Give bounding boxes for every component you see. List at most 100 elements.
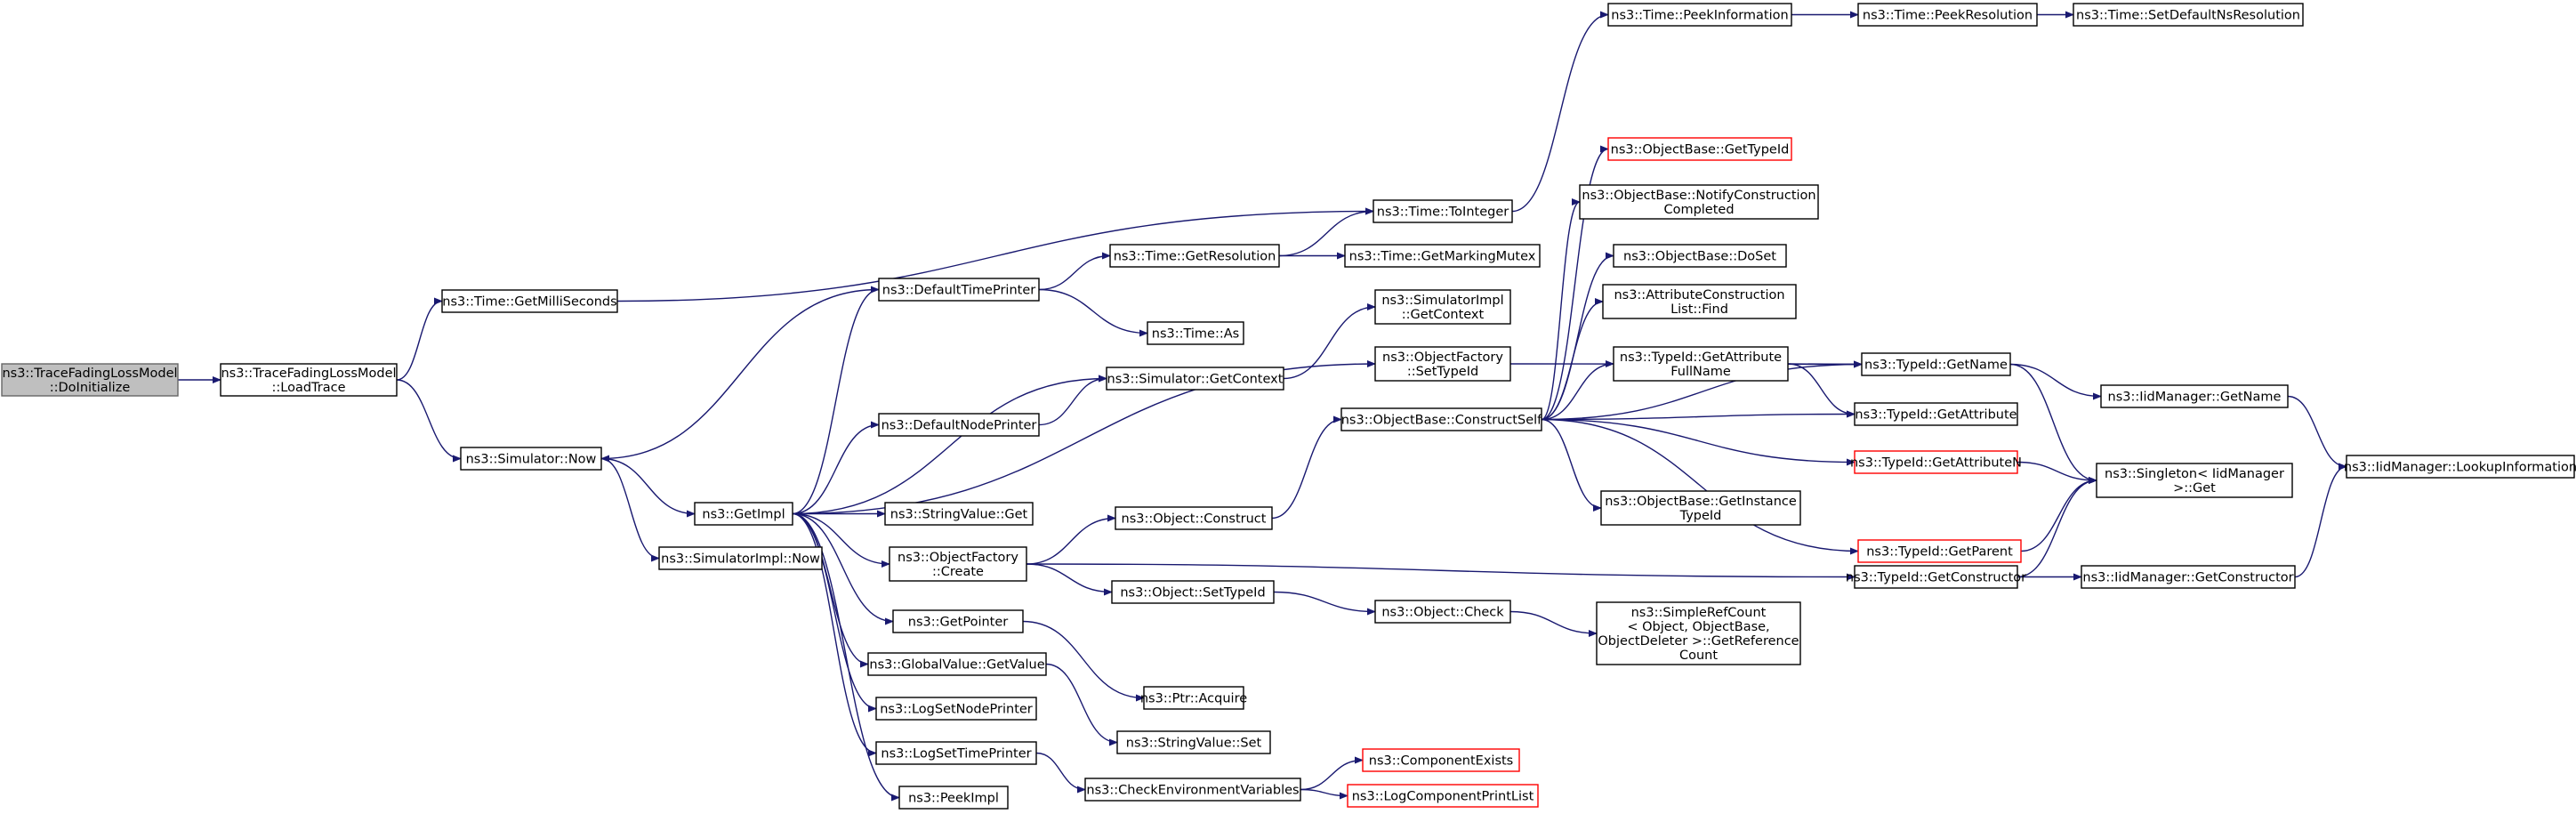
node-box — [1116, 730, 1271, 754]
node-box — [1344, 244, 1541, 268]
edge-ofcreate-to-tidgetctor — [1026, 563, 1856, 581]
node-box — [1857, 3, 2038, 27]
node-getms[interactable]: ns3::Time::GetMilliSeconds — [441, 289, 618, 313]
node-iidgetname[interactable]: ns3::IidManager::GetName — [2100, 384, 2289, 408]
node-label: ::LoadTrace — [271, 381, 345, 395]
node-tidgetname[interactable]: ns3::TypeId::GetName — [1861, 352, 2011, 376]
node-getres[interactable]: ns3::Time::GetResolution — [1109, 244, 1280, 268]
node-box — [1374, 289, 1511, 325]
node-box — [460, 447, 602, 471]
node-label: ns3::LogSetNodePrinter — [880, 703, 1033, 717]
node-iidlookup[interactable]: ns3::IidManager::LookupInformation — [2344, 455, 2576, 479]
node-box — [1374, 346, 1511, 382]
node-peekres[interactable]: ns3::Time::PeekResolution — [1857, 3, 2038, 27]
node-toint[interactable]: ns3::Time::ToInteger — [1373, 199, 1513, 223]
node-iidgetctor[interactable]: ns3::IidManager::GetConstructor — [2081, 565, 2296, 589]
edge-iidgetname-to-iidlookup — [2287, 395, 2347, 471]
node-timeas[interactable]: ns3::Time::As — [1147, 321, 1244, 345]
node-label: ns3::Object::Construct — [1122, 512, 1267, 527]
edge-objsettype-to-objcheck — [1273, 591, 1376, 616]
node-dtp[interactable]: ns3::DefaultTimePrinter — [878, 278, 1040, 302]
node-cev[interactable]: ns3::CheckEnvironmentVariables — [1084, 778, 1301, 802]
node-singleton[interactable]: ns3::Singleton< IidManager >::Get — [2096, 463, 2293, 498]
edge-tidgafn-to-tidgetname — [1787, 360, 1863, 368]
node-box — [1373, 199, 1513, 223]
node-obnotify[interactable]: ns3::ObjectBase::NotifyConstructionCompl… — [1579, 184, 1819, 220]
node-getmm[interactable]: ns3::Time::GetMarkingMutex — [1344, 244, 1541, 268]
edge-tidgetparent-to-singleton — [2020, 477, 2097, 552]
node-simnow[interactable]: ns3::Simulator::Now — [460, 447, 602, 471]
node-objsettype[interactable]: ns3::Object::SetTypeId — [1111, 580, 1275, 604]
node-peekinfo[interactable]: ns3::Time::PeekInformation — [1607, 3, 1792, 27]
node-label: ns3::ComponentExists — [1369, 754, 1514, 769]
node-loadtrace[interactable]: ns3::TraceFadingLossModel::LoadTrace — [220, 363, 398, 397]
node-tidgetattr[interactable]: ns3::TypeId::GetAttribute — [1854, 402, 2018, 426]
node-box — [2073, 3, 2304, 27]
node-box — [658, 546, 823, 570]
node-simgetctx[interactable]: ns3::Simulator::GetContext — [1106, 367, 1284, 391]
node-label: ns3::Time::PeekInformation — [1611, 9, 1788, 23]
edge-tidgetname-to-singleton — [2009, 363, 2097, 484]
node-label: ns3::LogComponentPrintList — [1352, 790, 1534, 804]
node-box — [1115, 506, 1273, 530]
node-compexists[interactable]: ns3::ComponentExists — [1362, 748, 1520, 772]
edge-getptr-to-ptracq — [1022, 620, 1145, 702]
node-src[interactable]: ns3::SimpleRefCount< Object, ObjectBase,… — [1596, 601, 1801, 665]
node-label: < Object, ObjectBase, — [1627, 620, 1769, 634]
node-tidgetparent[interactable]: ns3::TypeId::GetParent — [1857, 539, 2022, 563]
node-label: ns3::ObjectBase::GetTypeId — [1611, 143, 1790, 157]
node-label: ns3::Time::SetDefaultNsResolution — [2076, 9, 2300, 23]
node-getimpl[interactable]: ns3::GetImpl — [694, 502, 793, 526]
edge-loadtrace-to-simnow — [396, 379, 462, 463]
node-lsnp[interactable]: ns3::LogSetNodePrinter — [875, 697, 1037, 721]
node-svget[interactable]: ns3::StringValue::Get — [884, 502, 1034, 526]
node-objconstruct[interactable]: ns3::Object::Construct — [1115, 506, 1273, 530]
node-tidgetattrn[interactable]: ns3::TypeId::GetAttributeN — [1850, 450, 2022, 474]
node-gvget[interactable]: ns3::GlobalValue::GetValue — [867, 652, 1047, 676]
node-lstp[interactable]: ns3::LogSetTimePrinter — [875, 741, 1037, 765]
edge-obcs-to-obgit — [1541, 418, 1602, 512]
edge-getimpl-to-dnp — [792, 421, 880, 515]
node-obcs[interactable]: ns3::ObjectBase::ConstructSelf — [1340, 407, 1542, 431]
edge-gvget-to-svset — [1045, 663, 1118, 746]
node-ptracq[interactable]: ns3::Ptr::Acquire — [1140, 686, 1247, 710]
edge-getimpl-to-peekimpl — [792, 512, 900, 802]
node-label: ns3::Simulator::Now — [466, 453, 597, 467]
node-objcheck[interactable]: ns3::Object::Check — [1374, 600, 1511, 624]
node-dnp[interactable]: ns3::DefaultNodePrinter — [878, 413, 1040, 437]
node-simimplnow[interactable]: ns3::SimulatorImpl::Now — [658, 546, 823, 570]
node-label: ::GetContext — [1402, 308, 1485, 322]
node-logcpl[interactable]: ns3::LogComponentPrintList — [1347, 784, 1539, 808]
node-ofcreate[interactable]: ns3::ObjectFactory::Create — [889, 546, 1027, 582]
edge-loadtrace-to-getms — [396, 297, 443, 381]
node-box — [1613, 244, 1787, 268]
node-setdef[interactable]: ns3::Time::SetDefaultNsResolution — [2073, 3, 2304, 27]
node-box — [1374, 600, 1511, 624]
node-box — [1607, 137, 1792, 161]
node-tidgetctor[interactable]: ns3::TypeId::GetConstructor — [1846, 565, 2026, 589]
edge-getimpl-to-getptr — [792, 512, 894, 625]
node-label: ns3::ObjectBase::GetInstance — [1605, 495, 1797, 509]
node-ofsettype[interactable]: ns3::ObjectFactory::SetTypeId — [1374, 346, 1511, 382]
node-label: ns3::LogSetTimePrinter — [881, 747, 1031, 762]
node-box — [884, 502, 1034, 526]
edge-obcs-to-tidgetattrn — [1541, 418, 1856, 466]
edge-cev-to-logcpl — [1300, 788, 1348, 800]
edge-getms-to-toint — [616, 207, 1374, 302]
node-obdoset[interactable]: ns3::ObjectBase::DoSet — [1613, 244, 1787, 268]
node-svset[interactable]: ns3::StringValue::Set — [1116, 730, 1271, 754]
node-box — [898, 786, 1009, 810]
node-peekimpl[interactable]: ns3::PeekImpl — [898, 786, 1009, 810]
node-obgettid[interactable]: ns3::ObjectBase::GetTypeId — [1607, 137, 1792, 161]
edge-lstp-to-cev — [1035, 752, 1086, 794]
node-box — [694, 502, 793, 526]
node-simimplctx[interactable]: ns3::SimulatorImpl::GetContext — [1374, 289, 1511, 325]
node-label: ns3::TypeId::GetAttribute — [1855, 408, 2017, 423]
node-box — [1109, 244, 1280, 268]
node-label: ns3::GetImpl — [702, 508, 785, 522]
node-getptr[interactable]: ns3::GetPointer — [892, 609, 1024, 633]
edge-obcs-to-tidgetparent — [1541, 418, 1859, 555]
